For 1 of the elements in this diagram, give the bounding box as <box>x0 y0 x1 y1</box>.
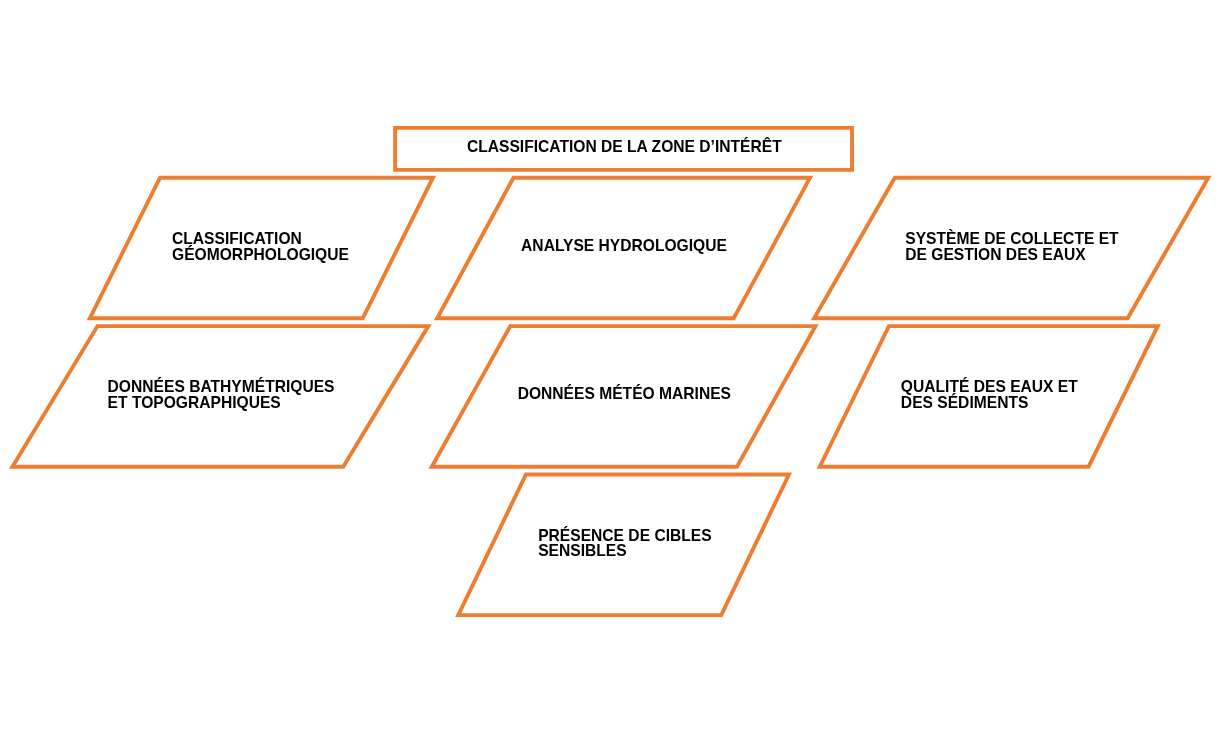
node-box: CLASSIFICATION DE LA ZONE D’INTÉRÊT <box>393 125 854 172</box>
